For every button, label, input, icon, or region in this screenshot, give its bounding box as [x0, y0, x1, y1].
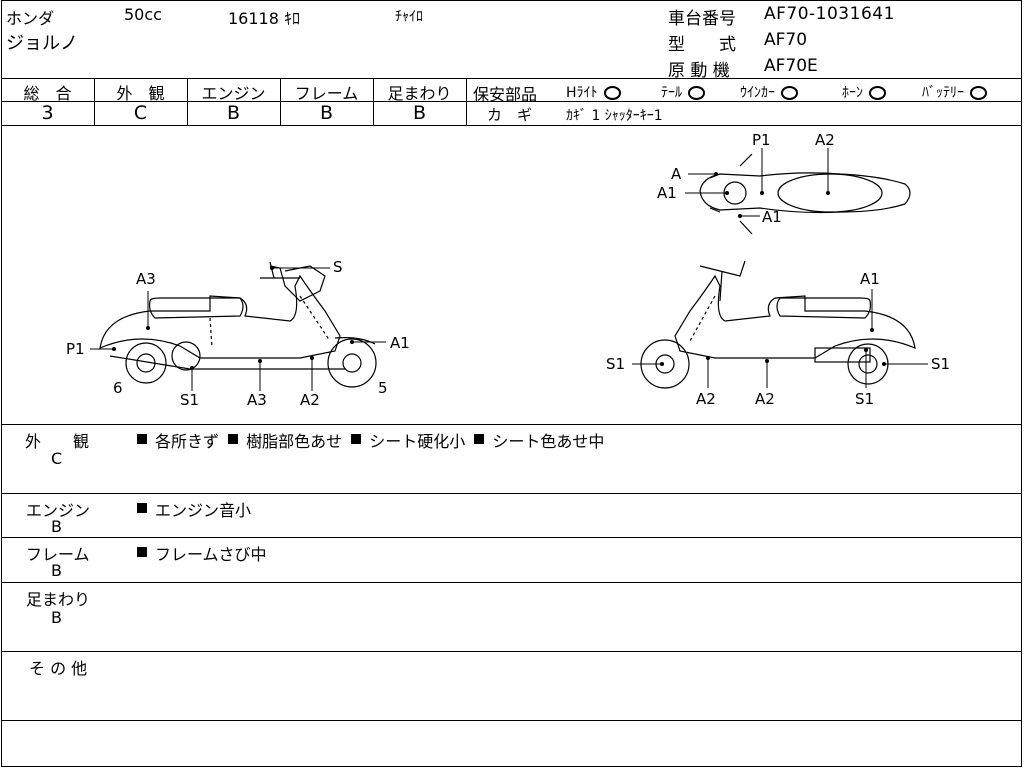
section-grade-engine: B — [51, 517, 62, 536]
note-item: フレームさび中 — [155, 545, 267, 564]
marker-label: A3 — [136, 270, 156, 288]
divider — [280, 78, 281, 125]
scooter-damage-diagram: A3 S P1 A1 6 S1 A3 A2 5 P1 A2 A A1 A1 A1… — [66, 131, 950, 409]
maker-name: ホンダ — [6, 9, 55, 28]
safety-item-headlight: Hﾗｲﾄ — [566, 82, 621, 102]
section-items-exterior: 各所きず 樹脂部色あせ シート硬化小 シート色あせ中 — [133, 428, 604, 452]
displacement: 50cc — [124, 5, 162, 24]
safety-item-taillight: ﾃｰﾙ — [661, 82, 705, 102]
divider — [1, 101, 467, 102]
divider — [1, 424, 1022, 425]
key-label: カ ギ — [487, 106, 533, 124]
section-grade-exterior: C — [51, 449, 63, 468]
marker-label: A2 — [755, 390, 775, 408]
marker-label: 5 — [378, 379, 388, 397]
marker-label: A1 — [657, 184, 677, 202]
divider — [1, 125, 1022, 126]
grade-value-frame: B — [319, 102, 334, 124]
engine-type: AF70E — [764, 56, 818, 76]
note-item: 各所きず — [155, 432, 220, 451]
marker-label: S1 — [606, 355, 625, 373]
model-type-label: 型 式 — [668, 35, 736, 55]
section-label-engine: エンジン — [26, 501, 91, 520]
divider — [1, 493, 1022, 494]
bullet-square-icon — [351, 434, 362, 444]
grade-value-overall: 3 — [41, 102, 54, 124]
safety-item-winker: ｳｲﾝｶｰ — [740, 82, 798, 102]
ok-circle-icon — [781, 86, 798, 100]
section-label-exterior: 外 観 — [25, 432, 90, 451]
marker-label: S1 — [931, 355, 950, 373]
section-items-engine: エンジン音小 — [133, 497, 251, 521]
bullet-square-icon — [137, 547, 147, 557]
grade-label-engine: エンジン — [201, 84, 266, 103]
ok-circle-icon — [970, 86, 987, 100]
marker-label: A1 — [762, 208, 782, 226]
grade-label-suspension: 足まわり — [387, 84, 452, 103]
divider — [1, 720, 1022, 721]
note-item: シート硬化小 — [369, 432, 466, 451]
bullet-square-icon — [474, 434, 485, 444]
safety-item-battery: ﾊﾞｯﾃﾘｰ — [922, 82, 987, 102]
marker-label: P1 — [752, 131, 771, 149]
divider — [94, 78, 95, 125]
frame-no-label: 車台番号 — [668, 9, 736, 29]
marker-label: S1 — [855, 390, 874, 408]
ok-circle-icon — [869, 86, 886, 100]
divider — [1, 537, 1022, 538]
section-label-frame: フレーム — [26, 545, 90, 564]
bullet-square-icon — [137, 503, 147, 513]
section-grade-frame: B — [51, 561, 62, 580]
marker-label: A1 — [390, 334, 410, 352]
body-color: ﾁｬｲﾛ — [395, 9, 423, 25]
section-grade-suspension: B — [51, 608, 62, 627]
note-item: 樹脂部色あせ — [246, 432, 343, 451]
section-label-other: そ の 他 — [29, 659, 88, 678]
marker-label: P1 — [66, 340, 85, 358]
grade-label-overall: 総 合 — [23, 84, 72, 103]
divider — [187, 78, 188, 125]
ok-circle-icon — [603, 86, 621, 100]
marker-label: 6 — [113, 379, 123, 397]
note-item: シート色あせ中 — [492, 432, 605, 451]
key-value: ｶｷﾞ 1 ｼｬｯﾀｰｷｰ1 — [566, 108, 663, 124]
section-label-suspension: 足まわり — [26, 590, 91, 609]
mileage: 16118 ｷﾛ — [228, 9, 300, 28]
divider — [1, 582, 1022, 583]
model-name: ジョルノ — [6, 33, 78, 54]
marker-label: S1 — [180, 391, 199, 409]
marker-label: A — [671, 165, 682, 183]
safety-parts-label: 保安部品 — [473, 85, 538, 104]
marker-label: S — [333, 258, 343, 276]
engine-type-label: 原 動 機 — [668, 61, 730, 81]
divider — [1, 78, 1022, 79]
marker-label: A3 — [247, 391, 267, 409]
safety-item-horn: ﾎｰﾝ — [842, 82, 886, 102]
grade-value-engine: B — [226, 102, 241, 124]
bullet-square-icon — [228, 434, 239, 444]
marker-label: A2 — [300, 391, 320, 409]
divider — [373, 78, 374, 125]
marker-label: A2 — [696, 390, 716, 408]
divider — [466, 78, 467, 125]
bullet-square-icon — [137, 434, 147, 444]
grade-value-suspension: B — [412, 102, 427, 124]
model-type: AF70 — [764, 30, 808, 50]
grade-label-exterior: 外 観 — [116, 84, 165, 103]
grade-label-frame: フレーム — [294, 84, 359, 103]
scooter-top-view — [699, 153, 911, 235]
grade-value-exterior: C — [133, 102, 148, 124]
divider — [467, 101, 1022, 102]
divider — [1, 651, 1022, 652]
marker-label: A2 — [815, 131, 835, 149]
note-item: エンジン音小 — [155, 501, 252, 520]
ok-circle-icon — [688, 86, 705, 100]
frame-no: AF70-1031641 — [764, 4, 895, 24]
marker-label: A1 — [860, 270, 880, 288]
section-items-frame: フレームさび中 — [133, 541, 267, 565]
